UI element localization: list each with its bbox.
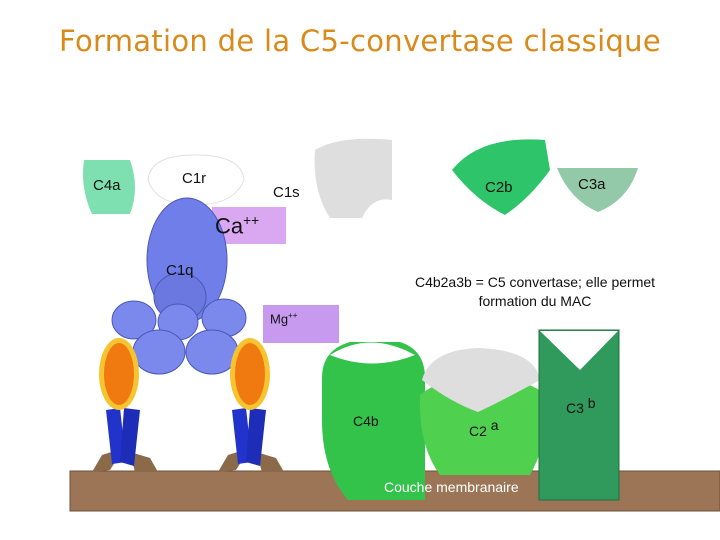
label-membrane: Couche membranaire [384, 479, 519, 495]
label-c3b-sub: b [587, 395, 596, 411]
antibody-left [92, 338, 158, 472]
c4a-shape [83, 160, 135, 214]
label-ca: Ca++ [215, 213, 259, 239]
label-c4a: C4a [93, 177, 121, 194]
c3a-shape [557, 168, 638, 212]
c1q-head-1 [111, 300, 157, 340]
convertase-note-line1: C4b2a3b = C5 convertase; elle permet [414, 274, 656, 290]
c2b-shape [452, 139, 550, 215]
c1q-head-4 [132, 329, 186, 375]
antibody-right [218, 338, 284, 472]
label-ca-text: Ca [215, 213, 244, 239]
label-c4b: C4b [353, 413, 379, 429]
label-c3b-main: C3 [566, 400, 584, 416]
mg-box [263, 305, 339, 343]
label-c1s: C1s [273, 184, 300, 201]
label-mg: Mg++ [270, 311, 297, 326]
label-c1q: C1q [166, 262, 194, 279]
c1q-head-5 [185, 329, 239, 375]
label-c3b: C3 b [566, 395, 596, 416]
convertase-note-line2: formation du MAC [478, 293, 592, 309]
label-c2b: C2b [485, 179, 513, 196]
label-c2a-main: C2 [469, 423, 487, 439]
label-c1r: C1r [182, 170, 207, 187]
label-c2a-sub: a [490, 417, 499, 433]
label-ca-sup: ++ [243, 213, 260, 228]
label-mg-text: Mg [270, 311, 289, 327]
c2a-shape [419, 378, 546, 475]
c3b-notch [540, 331, 618, 370]
convertase-note: C4b2a3b = C5 convertase; elle permet for… [374, 273, 696, 311]
label-c2a: C2 a [469, 417, 499, 439]
diagram-title: Formation de la C5-convertase classique [59, 24, 661, 58]
c2a-cap [422, 348, 540, 412]
label-c3a: C3a [578, 176, 606, 193]
c1s-shape [314, 138, 392, 218]
c4b-shape [322, 342, 425, 500]
label-mg-sup: ++ [288, 311, 298, 320]
c4b-cap [330, 342, 415, 364]
